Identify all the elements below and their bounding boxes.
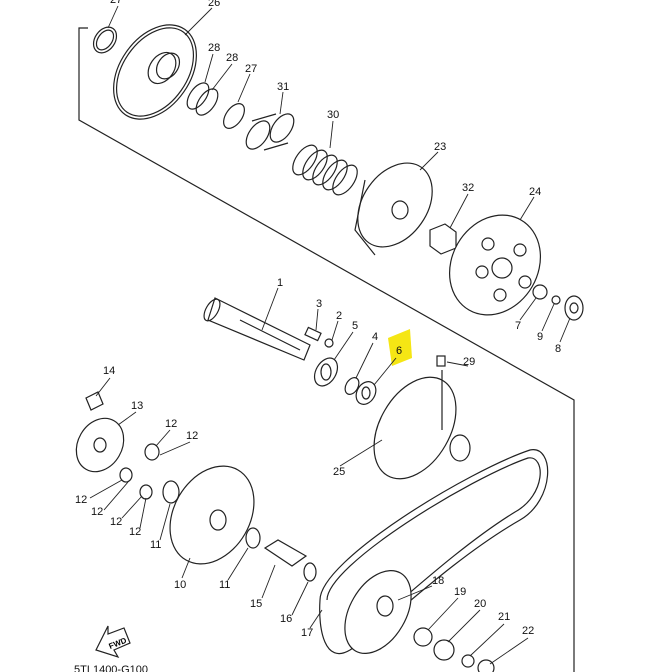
oil-seal-27 bbox=[92, 26, 118, 54]
callout-2: 2 bbox=[336, 310, 343, 322]
callout-22: 22 bbox=[522, 625, 535, 637]
callout-27: 27 bbox=[245, 63, 258, 75]
callout-11: 11 bbox=[219, 579, 231, 591]
callout-12: 12 bbox=[110, 516, 123, 528]
callout-27: 27 bbox=[110, 0, 123, 6]
callout-20: 20 bbox=[474, 598, 487, 610]
circlip-4 bbox=[344, 377, 360, 395]
bearing-8 bbox=[564, 295, 584, 321]
callout-12: 12 bbox=[75, 494, 88, 506]
clutch-housing-24 bbox=[448, 214, 542, 316]
primary-shaft-1 bbox=[203, 297, 311, 361]
callout-26: 26 bbox=[208, 0, 221, 9]
callout-28: 28 bbox=[226, 52, 239, 64]
callout-16: 16 bbox=[280, 613, 293, 625]
callout-18: 18 bbox=[432, 575, 445, 587]
roller-weights-12 bbox=[119, 443, 160, 500]
nut-22 bbox=[477, 659, 495, 672]
callout-1: 1 bbox=[277, 277, 284, 289]
callout-30: 30 bbox=[327, 109, 340, 121]
pin-29 bbox=[436, 355, 446, 367]
callout-28: 28 bbox=[208, 42, 221, 54]
callout-19: 19 bbox=[454, 586, 467, 598]
collar-31 bbox=[245, 113, 295, 151]
o-ring-28b bbox=[195, 88, 219, 116]
collar-15 bbox=[263, 539, 308, 567]
highlight-part-6 bbox=[388, 329, 412, 366]
washer-9 bbox=[551, 295, 561, 305]
nut-7 bbox=[532, 284, 548, 300]
callout-32: 32 bbox=[462, 182, 475, 194]
washer-19 bbox=[413, 627, 433, 647]
callout-24: 24 bbox=[529, 186, 542, 198]
callout-6: 6 bbox=[396, 345, 403, 357]
callout-7: 7 bbox=[515, 320, 522, 332]
diagram-code: 5TL1400-G100 bbox=[74, 664, 148, 672]
washer-21 bbox=[461, 654, 475, 668]
clutch-carrier-23 bbox=[354, 162, 433, 256]
oil-seal-11a bbox=[162, 480, 180, 504]
nut-20 bbox=[433, 639, 455, 661]
callout-23: 23 bbox=[434, 141, 447, 153]
o-ring-28a bbox=[186, 82, 210, 110]
secondary-fixed-sheave-25 bbox=[373, 355, 471, 480]
callout-3: 3 bbox=[316, 298, 323, 310]
callout-14: 14 bbox=[103, 365, 116, 377]
callout-5: 5 bbox=[352, 320, 359, 332]
callout-12: 12 bbox=[165, 418, 178, 430]
fwd-arrow-icon bbox=[95, 625, 131, 659]
callout-12: 12 bbox=[186, 430, 199, 442]
callout-21: 21 bbox=[498, 611, 511, 623]
oil-seal-11b bbox=[245, 527, 261, 549]
compression-spring-30 bbox=[292, 144, 358, 196]
callout-11: 11 bbox=[150, 539, 162, 551]
bearing-5 bbox=[313, 357, 339, 387]
callout-12: 12 bbox=[91, 506, 104, 518]
bearing-6 bbox=[355, 381, 377, 405]
primary-sliding-sheave-10 bbox=[169, 465, 255, 565]
nut-32 bbox=[429, 223, 457, 255]
callout-15: 15 bbox=[250, 598, 263, 610]
primary-fixed-sheave-18 bbox=[344, 569, 412, 655]
callout-4: 4 bbox=[372, 331, 379, 343]
callout-25: 25 bbox=[333, 466, 346, 478]
callout-13: 13 bbox=[131, 400, 144, 412]
callout-9: 9 bbox=[537, 331, 544, 343]
assembly-frame bbox=[78, 27, 575, 672]
callout-29: 29 bbox=[463, 356, 476, 368]
washer-2 bbox=[324, 338, 334, 348]
guide-14 bbox=[85, 391, 104, 411]
bolt-3 bbox=[304, 326, 322, 342]
secondary-sliding-sheave-26 bbox=[113, 24, 197, 120]
callout-31: 31 bbox=[277, 81, 290, 93]
callout-10: 10 bbox=[174, 579, 187, 591]
washer-16 bbox=[303, 562, 317, 582]
oil-seal-27b bbox=[223, 103, 245, 129]
cam-13 bbox=[75, 417, 125, 473]
callout-12: 12 bbox=[129, 526, 142, 538]
callout-8: 8 bbox=[555, 343, 562, 355]
leader-lines bbox=[89, 5, 571, 665]
callout-17: 17 bbox=[301, 627, 314, 639]
v-belt bbox=[319, 449, 549, 655]
